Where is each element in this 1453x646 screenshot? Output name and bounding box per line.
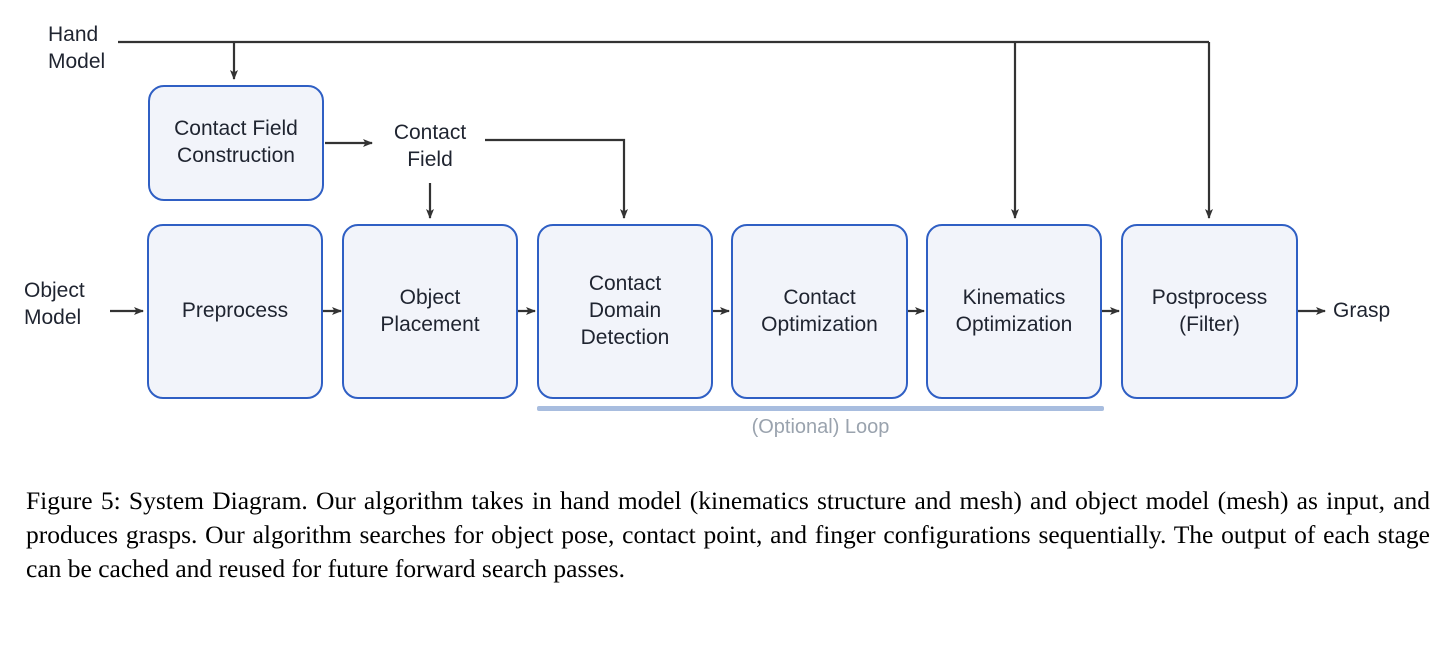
node-contact-field-construction[interactable]: Contact Field Construction [148,85,324,201]
optional-loop-bar [537,406,1104,411]
node-object-placement-label: Object Placement [380,285,480,336]
node-contact-optimization[interactable]: Contact Optimization [731,224,908,399]
label-grasp: Grasp [1333,299,1391,322]
optional-loop-label: (Optional) Loop [751,416,890,438]
node-contact-domain-detection-label: Contact Domain Detection [580,272,670,349]
node-kinematics-optimization[interactable]: Kinematics Optimization [926,224,1102,399]
node-contact-field-construction-label: Contact Field Construction [174,117,298,167]
label-hand-model: Hand Model [48,23,106,73]
node-object-placement[interactable]: Object Placement [342,224,518,399]
label-object-model: Object Model [24,279,85,329]
figure-caption: Figure 5: System Diagram. Our algorithm … [26,486,1430,583]
node-postprocess-filter-label: Postprocess (Filter) [1151,285,1268,336]
node-preprocess[interactable]: Preprocess [147,224,323,399]
node-kinematics-optimization-label: Kinematics Optimization [955,285,1073,336]
edge-contact-field-to-contact-domain-detection [485,138,628,219]
node-contact-optimization-label: Contact Optimization [761,285,878,336]
system-diagram: Hand Model Object Model Contact Field Gr… [24,23,1391,438]
node-preprocess-label: Preprocess [181,299,289,323]
node-postprocess-filter[interactable]: Postprocess (Filter) [1121,224,1298,399]
label-contact-field: Contact Field [393,121,467,171]
node-contact-domain-detection[interactable]: Contact Domain Detection [537,224,713,399]
